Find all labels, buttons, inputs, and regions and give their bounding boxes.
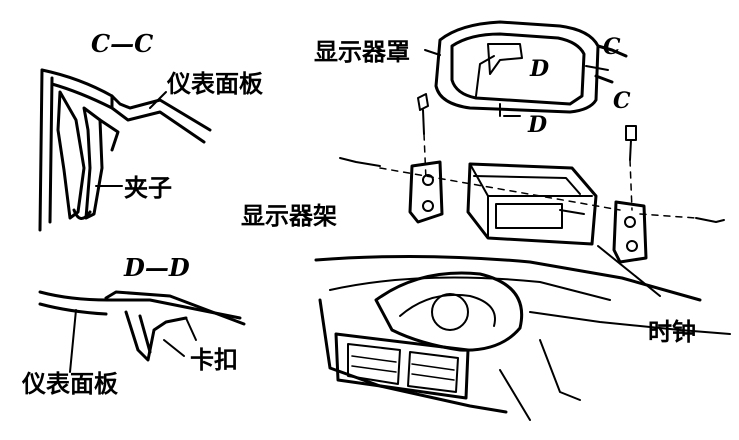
cc-section-title: C—C bbox=[91, 29, 154, 58]
section-marker-c-upper: C bbox=[603, 34, 621, 60]
display-bracket-label: 显示器架 bbox=[241, 202, 337, 230]
display-cover-label: 显示器罩 bbox=[314, 38, 410, 66]
section-marker-d-upper: D bbox=[530, 56, 550, 82]
cc-section-drawing bbox=[38, 68, 212, 232]
instrument-panel-label: 仪表面板 bbox=[167, 70, 263, 98]
clock-label: 时钟 bbox=[648, 318, 696, 346]
dd-section-title: D—D bbox=[124, 253, 190, 282]
clock-bracket-drawing bbox=[339, 93, 725, 297]
snap-label: 卡扣 bbox=[190, 346, 238, 374]
display-cover-drawing bbox=[424, 20, 628, 117]
section-marker-c-lower: C bbox=[613, 88, 631, 114]
clip-label: 夹子 bbox=[124, 174, 172, 202]
dd-section-drawing bbox=[38, 290, 246, 373]
dashboard-drawing bbox=[314, 254, 731, 421]
instrument-panel-label-lower: 仪表面板 bbox=[22, 370, 118, 398]
section-marker-d-lower: D bbox=[528, 112, 548, 138]
